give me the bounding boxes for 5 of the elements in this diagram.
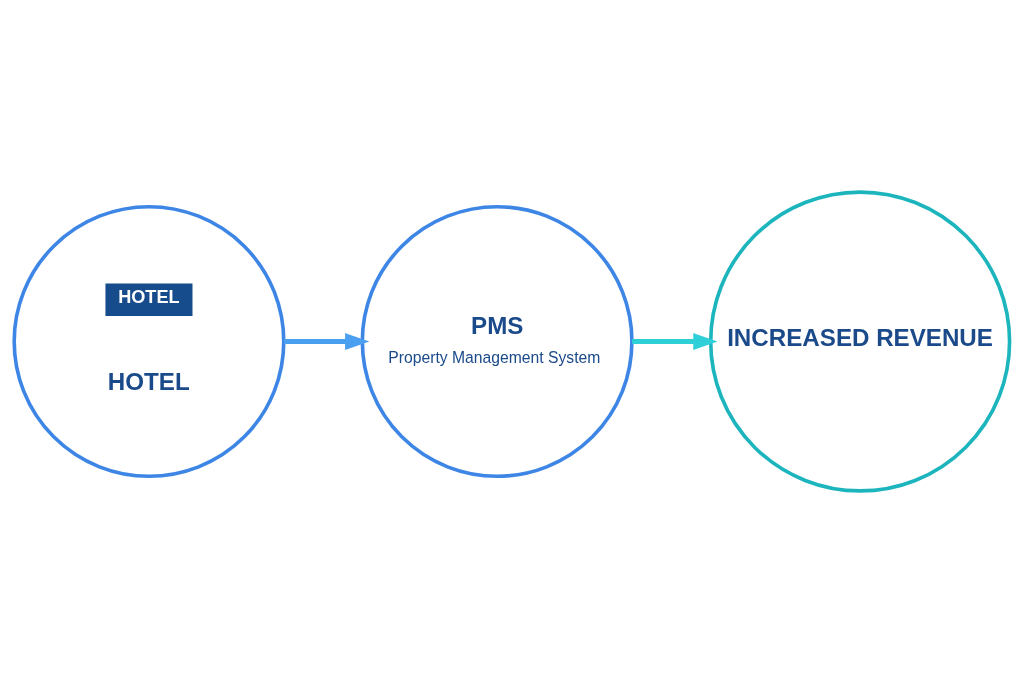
arrow [283, 333, 370, 350]
node-circle: HOTEL HOTEL [12, 204, 286, 479]
arrow [632, 333, 718, 350]
node-circle: INCREASED REVENUE [708, 190, 1012, 493]
node-circle: PMS Property Management System [360, 204, 634, 479]
